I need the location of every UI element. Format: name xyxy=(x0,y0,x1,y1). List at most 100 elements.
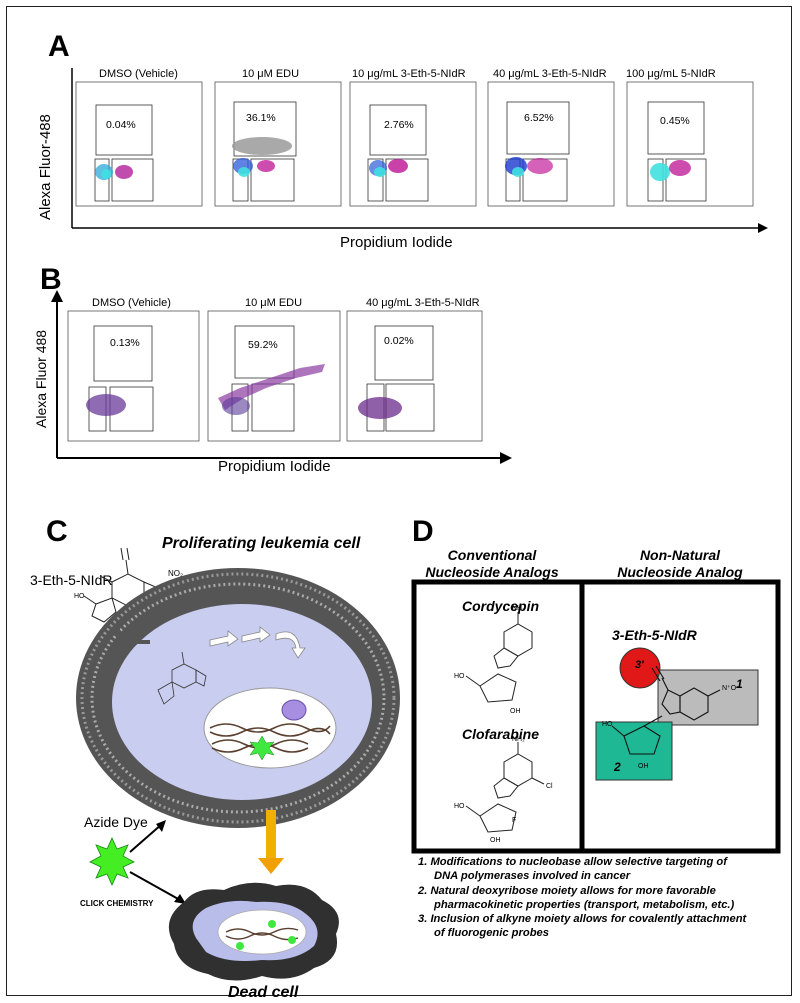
note-2-line2: pharmacokinetic properties (transport, m… xyxy=(434,898,735,911)
panel-d-label: D xyxy=(412,515,434,548)
col1-heading-line2: Nucleoside Analogs xyxy=(425,564,559,580)
panel-b-y-arrowhead xyxy=(51,290,63,302)
panel-a-x-axis-label: Propidium Iodide xyxy=(340,234,453,251)
panel-c-label: C xyxy=(46,515,68,548)
molecule-in-cell xyxy=(157,651,207,705)
plot-b1-cluster xyxy=(86,394,126,416)
plot-a5: 100 μg/mL 5-NIdR 0.45% xyxy=(626,68,754,207)
plot-b3-title: 40 μg/mL 3-Eth-5-NIdR xyxy=(366,297,480,309)
plot-a2-title: 10 μM EDU xyxy=(242,68,299,80)
plot-b1-gate-upper xyxy=(93,325,153,382)
plot-a3-frame xyxy=(349,81,477,207)
plot-a1-gate-upper xyxy=(95,104,153,156)
plot-a4: 40 μg/mL 3-Eth-5-NIdR 6.52% xyxy=(487,68,615,207)
phosphorylation-arrows xyxy=(209,626,306,659)
plot-b3-percent: 0.02% xyxy=(384,335,414,347)
plot-a5-cluster-cyan xyxy=(650,163,670,181)
plot-a3-gate-right xyxy=(385,158,429,202)
plot-b2-percent: 59.2% xyxy=(248,339,278,351)
plot-a5-percent: 0.45% xyxy=(660,115,690,127)
clofarabine-name: Clofarabine xyxy=(462,726,539,742)
note-2: 2. Natural deoxyribose moiety allows for… xyxy=(418,884,788,913)
note-3-line1: 3. Inclusion of alkyne moiety allows for… xyxy=(418,913,747,926)
plot-a1-gate-right xyxy=(111,158,154,202)
plot-b2: 10 μM EDU 59.2% xyxy=(207,297,341,442)
plot-a1-cluster-magenta xyxy=(115,165,133,179)
plot-a3-gate-left xyxy=(367,158,384,202)
plot-a5-title: 100 μg/mL 5-NIdR xyxy=(626,68,716,80)
panel-a-x-arrowhead xyxy=(758,223,768,233)
plot-a2-gate-right xyxy=(250,158,295,202)
badge-2: 2 xyxy=(613,760,621,774)
click-arrowhead-up xyxy=(156,820,166,832)
panel-a-label: A xyxy=(48,30,70,63)
plot-a2-gate-upper xyxy=(233,101,297,157)
plot-a5-cluster-magenta xyxy=(669,160,691,176)
sugar-highlight xyxy=(595,721,673,781)
plot-a5-gate-right xyxy=(665,158,707,202)
badge-1: 1 xyxy=(736,677,743,691)
clofarabine-structure xyxy=(465,742,545,833)
panel-b-x-axis-label: Propidium Iodide xyxy=(218,458,331,475)
panel-c-compound-label: 3-Eth-5-NIdR xyxy=(30,572,112,588)
molecule-label-no2: NO₂ xyxy=(168,569,183,578)
plot-a3-percent: 2.76% xyxy=(384,119,414,131)
plot-a4-percent: 6.52% xyxy=(524,112,554,124)
gold-arrow-head xyxy=(258,858,284,874)
compound-d-oh: OH xyxy=(638,763,649,770)
entry-arrow xyxy=(116,620,150,644)
note-3-line2: of fluorogenic probes xyxy=(434,927,549,940)
plot-a1-title: DMSO (Vehicle) xyxy=(99,68,178,80)
cordycepin-name: Cordycepin xyxy=(462,598,539,614)
plot-b2-frame xyxy=(207,310,341,442)
note-2-line1: 2. Natural deoxyribose moiety allows for… xyxy=(418,884,716,897)
plot-b3-gate-upper xyxy=(374,325,434,381)
plot-b2-cluster-band xyxy=(218,364,325,410)
panel-b-label: B xyxy=(40,263,62,296)
plot-a2-cluster-magenta xyxy=(257,160,275,172)
dead-cell-label: Dead cell xyxy=(228,984,299,1000)
note-1-line1: 1. Modifications to nucleobase allow sel… xyxy=(418,856,727,868)
cordycepin-ho: HO xyxy=(454,673,465,680)
plot-a3-gate-upper xyxy=(369,104,427,156)
panel-c-title: Proliferating leukemia cell xyxy=(162,535,361,552)
plot-b3: 40 μg/mL 3-Eth-5-NIdR 0.02% xyxy=(346,297,483,442)
alkyne-highlight xyxy=(619,647,661,689)
col2-heading-line1: Non-Natural xyxy=(640,547,721,563)
plot-a1-frame xyxy=(75,81,203,207)
plot-a2-cluster-gray xyxy=(232,137,292,155)
panel-b: B Alexa Fluor 488 Propidium Iodide DMSO … xyxy=(33,263,512,475)
figure-frame xyxy=(6,6,792,996)
azide-dye-icon xyxy=(89,837,135,886)
compound-d-structure xyxy=(611,665,721,755)
plot-b1: DMSO (Vehicle) 0.13% xyxy=(67,297,200,442)
plot-a4-frame xyxy=(487,81,615,207)
plot-b3-cluster xyxy=(358,397,402,419)
plot-a1: DMSO (Vehicle) 0.04% xyxy=(75,68,203,207)
panel-a: A Alexa Fluor-488 Propidium Iodide DMSO … xyxy=(37,30,768,251)
plot-a2: 10 μM EDU 36.1% xyxy=(214,68,342,207)
cordycepin-structure xyxy=(465,612,533,703)
clofarabine-f: F xyxy=(512,817,516,824)
clofarabine-nh2: NH₂ xyxy=(512,736,525,743)
plot-a1-percent: 0.04% xyxy=(106,119,136,131)
click-arrow-up xyxy=(129,823,163,853)
clofarabine-cl: Cl xyxy=(546,783,553,790)
note-1: 1. Modifications to nucleobase allow sel… xyxy=(418,855,788,884)
plot-b1-percent: 0.13% xyxy=(110,337,140,349)
compound-d-no2: N⁺O⁻ xyxy=(722,684,740,692)
nuclear-probe-burst xyxy=(249,735,275,761)
plot-b2-title: 10 μM EDU xyxy=(245,297,302,309)
plot-a3: 10 μg/mL 3-Eth-5-NIdR 2.76% xyxy=(349,68,477,207)
plot-a4-cluster-magenta xyxy=(527,158,553,174)
plot-a5-gate-upper xyxy=(647,101,705,155)
clofarabine-ho: HO xyxy=(454,803,465,810)
plot-a4-gate-upper xyxy=(506,101,570,155)
cordycepin-oh: OH xyxy=(510,708,521,715)
compound-d-ho: HO xyxy=(602,721,613,728)
polymerase-enzyme xyxy=(281,699,307,721)
plot-a3-cluster-magenta xyxy=(388,159,408,173)
plot-b3-frame xyxy=(346,310,483,442)
plot-b1-frame xyxy=(67,310,200,442)
plot-b2-gate-upper xyxy=(234,325,295,379)
